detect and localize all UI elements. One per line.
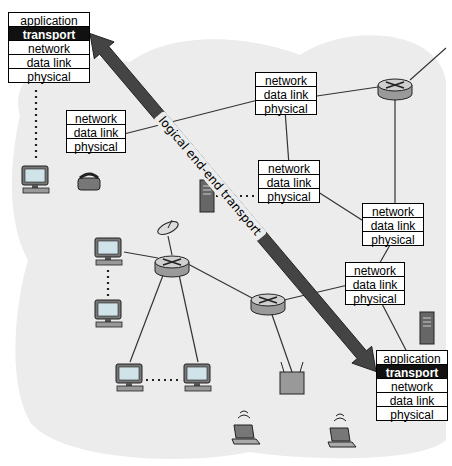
layer-name: physical (74, 141, 117, 154)
layer-name: physical (353, 293, 396, 306)
highlighted-layer-box: transport (8, 26, 90, 41)
layer-box: physical (66, 138, 126, 153)
dotted-links (36, 90, 254, 380)
layer-box: data link (376, 392, 448, 407)
layer-box: data link (8, 54, 90, 69)
layer-box: physical (258, 188, 320, 203)
layer-box: network (376, 378, 448, 393)
layer-box: network (66, 110, 126, 125)
laptop-icon (232, 425, 260, 444)
layer-box: physical (8, 68, 90, 83)
computer-icon (95, 300, 122, 327)
layer-name: physical (267, 191, 310, 204)
layer-box: data link (345, 276, 405, 291)
layer-box: physical (255, 100, 317, 115)
layer-box: application (8, 12, 90, 27)
transport-arrow (90, 34, 376, 372)
layer-name: physical (390, 409, 433, 422)
layer-box: data link (255, 86, 317, 101)
computer-icon (95, 238, 122, 265)
layer-box: physical (362, 231, 424, 246)
layer-box: network (8, 40, 90, 55)
layer-name: physical (264, 103, 307, 116)
router-icon (155, 256, 189, 277)
laptop-icon (328, 428, 356, 447)
computer-icon (22, 166, 49, 193)
layer-box: network (255, 72, 317, 87)
layer-name: physical (27, 71, 70, 84)
layer-box: application (376, 350, 448, 365)
computer-icon (116, 364, 143, 391)
layer-box: data link (258, 174, 320, 189)
layer-box: physical (345, 290, 405, 305)
computer-icon (184, 364, 211, 391)
satellite-dish (156, 219, 180, 237)
layer-box: data link (66, 124, 126, 139)
network-links (120, 48, 446, 372)
base-station (280, 362, 304, 394)
highlighted-layer-box: transport (376, 364, 448, 379)
wireless-waves (238, 411, 346, 421)
layer-box: network (258, 160, 320, 175)
layer-box: network (345, 262, 405, 277)
layer-box: physical (376, 406, 448, 421)
layer-box: data link (362, 217, 424, 232)
server-icon (420, 312, 434, 344)
phone-icon (78, 174, 100, 190)
layer-name: physical (371, 234, 414, 247)
router-icon (378, 79, 412, 100)
layer-box: network (362, 203, 424, 218)
router-icon (251, 294, 285, 315)
